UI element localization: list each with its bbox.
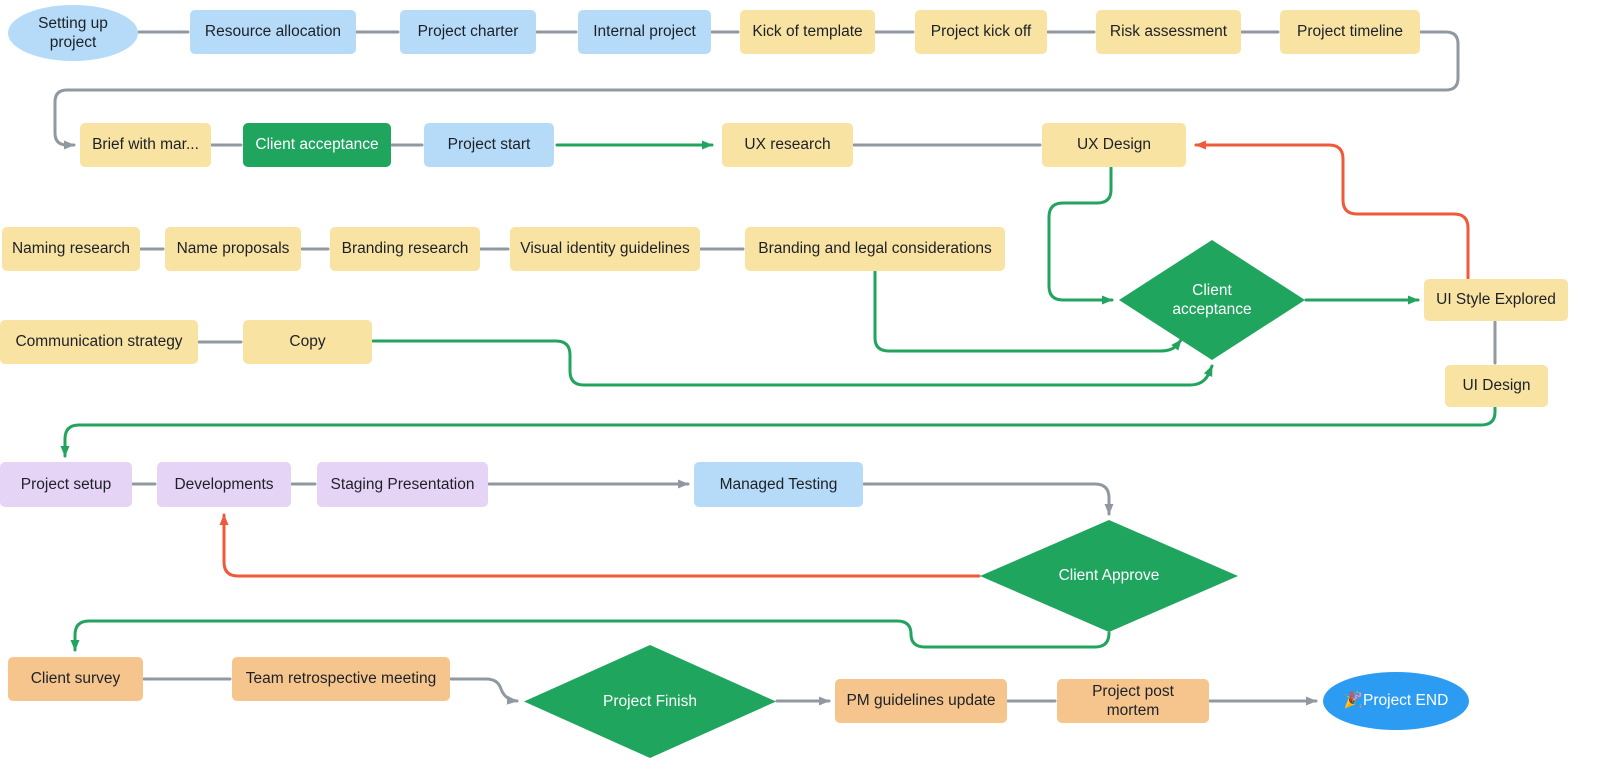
edge-approve-developments-red [219, 513, 981, 578]
node-ux-research[interactable]: UX research [722, 123, 853, 167]
edge-testing-approve [862, 482, 1114, 516]
node-label: Internal project [593, 23, 696, 41]
node-label: 🎉Project END [1343, 692, 1449, 710]
edge-copy-diamond [371, 339, 1214, 387]
node-label: Client Approve [1058, 567, 1160, 585]
node-client-survey[interactable]: Client survey [8, 657, 143, 701]
node-label: UX research [744, 136, 831, 154]
node-team-retrospective-meeting[interactable]: Team retrospective meeting [232, 657, 450, 701]
node-label: Managed Testing [719, 475, 838, 493]
node-label: UX Design [1076, 136, 1152, 154]
node-project-charter[interactable]: Project charter [400, 10, 536, 54]
node-label: Project kick off [930, 23, 1032, 41]
node-resource-allocation[interactable]: Resource allocation [190, 10, 356, 54]
node-project-start[interactable]: Project start [424, 123, 554, 167]
node-label: PM guidelines update [846, 692, 996, 710]
edge-legal-diamond [873, 270, 1183, 353]
edge-uidesign-projectsetup [60, 406, 1497, 458]
node-branding-and-legal[interactable]: Branding and legal considerations [745, 227, 1005, 271]
node-staging-presentation[interactable]: Staging Presentation [317, 462, 488, 507]
node-label: Name proposals [176, 240, 290, 258]
node-label: Naming research [11, 240, 131, 258]
edge-uistyle-uxdesign-red [1194, 140, 1470, 280]
node-label: Staging Presentation [330, 475, 475, 493]
node-label: Visual identity guidelines [520, 240, 690, 258]
node-project-post-mortem[interactable]: Project post mortem [1057, 679, 1209, 723]
node-project-setup[interactable]: Project setup [0, 462, 132, 507]
node-label: Project post mortem [1092, 682, 1174, 719]
node-label: Developments [174, 475, 274, 493]
node-label: Project Finish [603, 692, 697, 710]
node-label: Project start [447, 136, 531, 154]
node-label: UI Style Explored [1436, 291, 1556, 309]
edge-retrospective-finish [449, 677, 519, 705]
node-label: Kick of template [752, 23, 863, 41]
node-name-proposals[interactable]: Name proposals [165, 227, 301, 271]
node-branding-research[interactable]: Branding research [330, 227, 480, 271]
node-label: Client acceptance [1172, 281, 1252, 318]
node-label: Project timeline [1297, 23, 1403, 41]
node-label: Project setup [20, 475, 112, 493]
node-project-end[interactable]: 🎉Project END [1323, 672, 1469, 730]
node-label: Branding research [341, 240, 469, 258]
node-label: Project charter [417, 23, 519, 41]
node-label: Client survey [30, 670, 121, 688]
edge-timeline-brief [53, 30, 1460, 150]
node-managed-testing[interactable]: Managed Testing [694, 462, 863, 507]
node-label: Client acceptance [255, 136, 379, 154]
node-label: Branding and legal considerations [758, 240, 992, 258]
node-communication-strategy[interactable]: Communication strategy [0, 320, 198, 364]
node-developments[interactable]: Developments [157, 462, 291, 507]
node-label: Risk assessment [1109, 23, 1228, 41]
node-internal-project[interactable]: Internal project [578, 10, 711, 54]
node-setting-up-project[interactable]: Setting up project [8, 5, 138, 61]
node-ui-design[interactable]: UI Design [1445, 365, 1548, 407]
node-copy[interactable]: Copy [243, 320, 372, 364]
node-label: Brief with mar... [92, 136, 199, 154]
node-ui-style-explored[interactable]: UI Style Explored [1424, 279, 1568, 321]
node-label: Communication strategy [15, 333, 183, 351]
node-client-acceptance-box[interactable]: Client acceptance [243, 123, 391, 167]
node-label: Copy [289, 333, 326, 351]
node-label: UI Design [1462, 377, 1531, 395]
node-label: Setting up project [38, 14, 108, 51]
node-naming-research[interactable]: Naming research [2, 227, 140, 271]
node-kick-of-template[interactable]: Kick of template [740, 10, 875, 54]
node-label: Team retrospective meeting [245, 670, 437, 688]
node-brief-with-mar[interactable]: Brief with mar... [80, 123, 211, 167]
edge-uxdesign-diamond [1047, 166, 1114, 305]
node-label: Resource allocation [204, 23, 342, 41]
node-ux-design[interactable]: UX Design [1042, 123, 1186, 167]
node-pm-guidelines-update[interactable]: PM guidelines update [835, 679, 1007, 723]
node-project-timeline[interactable]: Project timeline [1280, 10, 1420, 54]
node-project-kick-off[interactable]: Project kick off [915, 10, 1047, 54]
node-risk-assessment[interactable]: Risk assessment [1096, 10, 1241, 54]
edge-approve-survey [70, 619, 1111, 652]
node-visual-identity-guidelines[interactable]: Visual identity guidelines [510, 227, 700, 271]
